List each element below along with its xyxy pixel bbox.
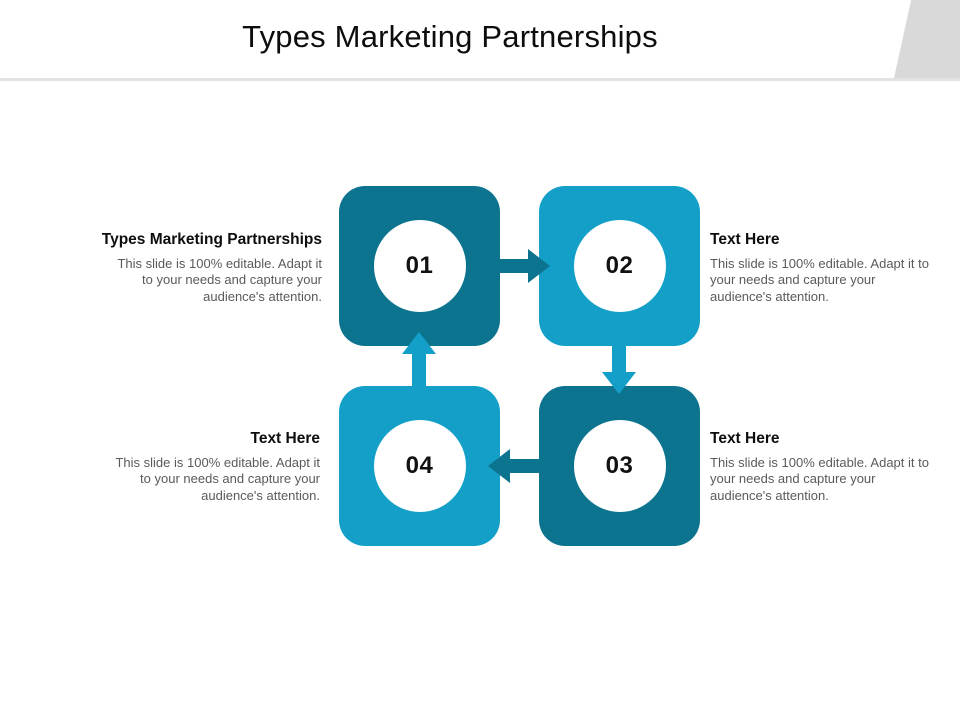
step-number-04: 04 (405, 452, 434, 479)
step-text-02: Text Here This slide is 100% editable. A… (710, 231, 960, 305)
step-heading-04: Text Here (250, 430, 321, 447)
page-title: Types Marketing Partnerships (242, 19, 658, 54)
step-body-04: This slide is 100% editable. Adapt it to… (115, 454, 320, 503)
step-badge-04: 04 (373, 420, 466, 512)
step-badge-01: 01 (373, 220, 466, 312)
arrow-up-icon (402, 332, 436, 388)
step-box-04[interactable]: 04 (339, 386, 500, 546)
arrow-down-shaft (612, 338, 626, 374)
slide-header: Types Marketing Partnerships (0, 0, 960, 80)
step-badge-03: 03 (573, 420, 666, 512)
step-badge-02: 02 (573, 220, 666, 312)
step-body-01: This slide is 100% editable. Adapt it to… (117, 255, 322, 304)
step-box-03[interactable]: 03 (539, 386, 700, 546)
step-body-02: This slide is 100% editable. Adapt it to… (710, 255, 929, 304)
arrow-left-icon (488, 449, 544, 483)
arrow-up-head (402, 332, 436, 354)
step-text-04: Text Here This slide is 100% editable. A… (46, 430, 320, 504)
arrow-down-icon (602, 338, 636, 394)
header-divider (0, 78, 960, 81)
arrow-left-head (488, 449, 510, 483)
arrow-left-shaft (508, 459, 544, 473)
step-heading-02: Text Here (710, 231, 780, 248)
step-number-02: 02 (605, 252, 634, 279)
arrow-up-shaft (412, 352, 426, 388)
step-body-03: This slide is 100% editable. Adapt it to… (710, 454, 929, 503)
arrow-right-shaft (494, 259, 530, 273)
step-number-03: 03 (605, 452, 634, 479)
step-heading-03: Text Here (710, 430, 780, 447)
step-box-02[interactable]: 02 (539, 186, 700, 346)
step-text-03: Text Here This slide is 100% editable. A… (710, 430, 960, 504)
arrow-right-icon (494, 249, 550, 283)
arrow-right-head (528, 249, 550, 283)
step-heading-01: Types Marketing Partnerships (101, 231, 322, 248)
arrow-down-head (602, 372, 636, 394)
step-box-01[interactable]: 01 (339, 186, 500, 346)
step-number-01: 01 (405, 252, 434, 279)
step-text-01: Types Marketing Partnerships This slide … (48, 231, 322, 305)
